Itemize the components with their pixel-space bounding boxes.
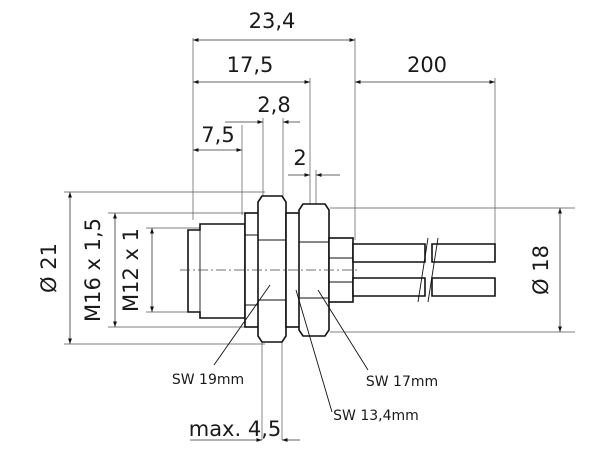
label-sw17: SW 17mm: [366, 374, 438, 390]
extension-lines: [64, 38, 575, 440]
dim-cable-length: 200: [407, 53, 447, 77]
cable: [352, 237, 496, 303]
label-sw19: SW 19mm: [172, 372, 244, 388]
label-sw134: SW 13,4mm: [333, 408, 419, 424]
dim-overall-length: 23,4: [249, 9, 296, 33]
dim-nut-gap: 2: [293, 146, 306, 170]
dim-thread-inner: M12 x 1: [119, 228, 143, 312]
dim-thread-outer: M16 x 1,5: [81, 218, 105, 322]
wrench-labels: SW 19mm SW 17mm SW 13,4mm: [172, 372, 438, 424]
dim-flange: 2,8: [257, 93, 290, 117]
dim-connector-length: 17,5: [227, 53, 274, 77]
dim-outer-diameter: Ø 21: [37, 243, 61, 293]
dim-front-part: 7,5: [201, 123, 234, 147]
dimension-lines: [68, 38, 562, 442]
dim-max-panel: max. 4,5: [189, 417, 282, 441]
dim-cable-diameter: Ø 18: [529, 245, 553, 295]
connector-body: [187, 195, 354, 343]
dimension-labels: 23,4 17,5 200 2,8 7,5 2 max. 4,5 Ø 21 M1…: [37, 9, 553, 441]
leader-lines: [213, 284, 369, 413]
